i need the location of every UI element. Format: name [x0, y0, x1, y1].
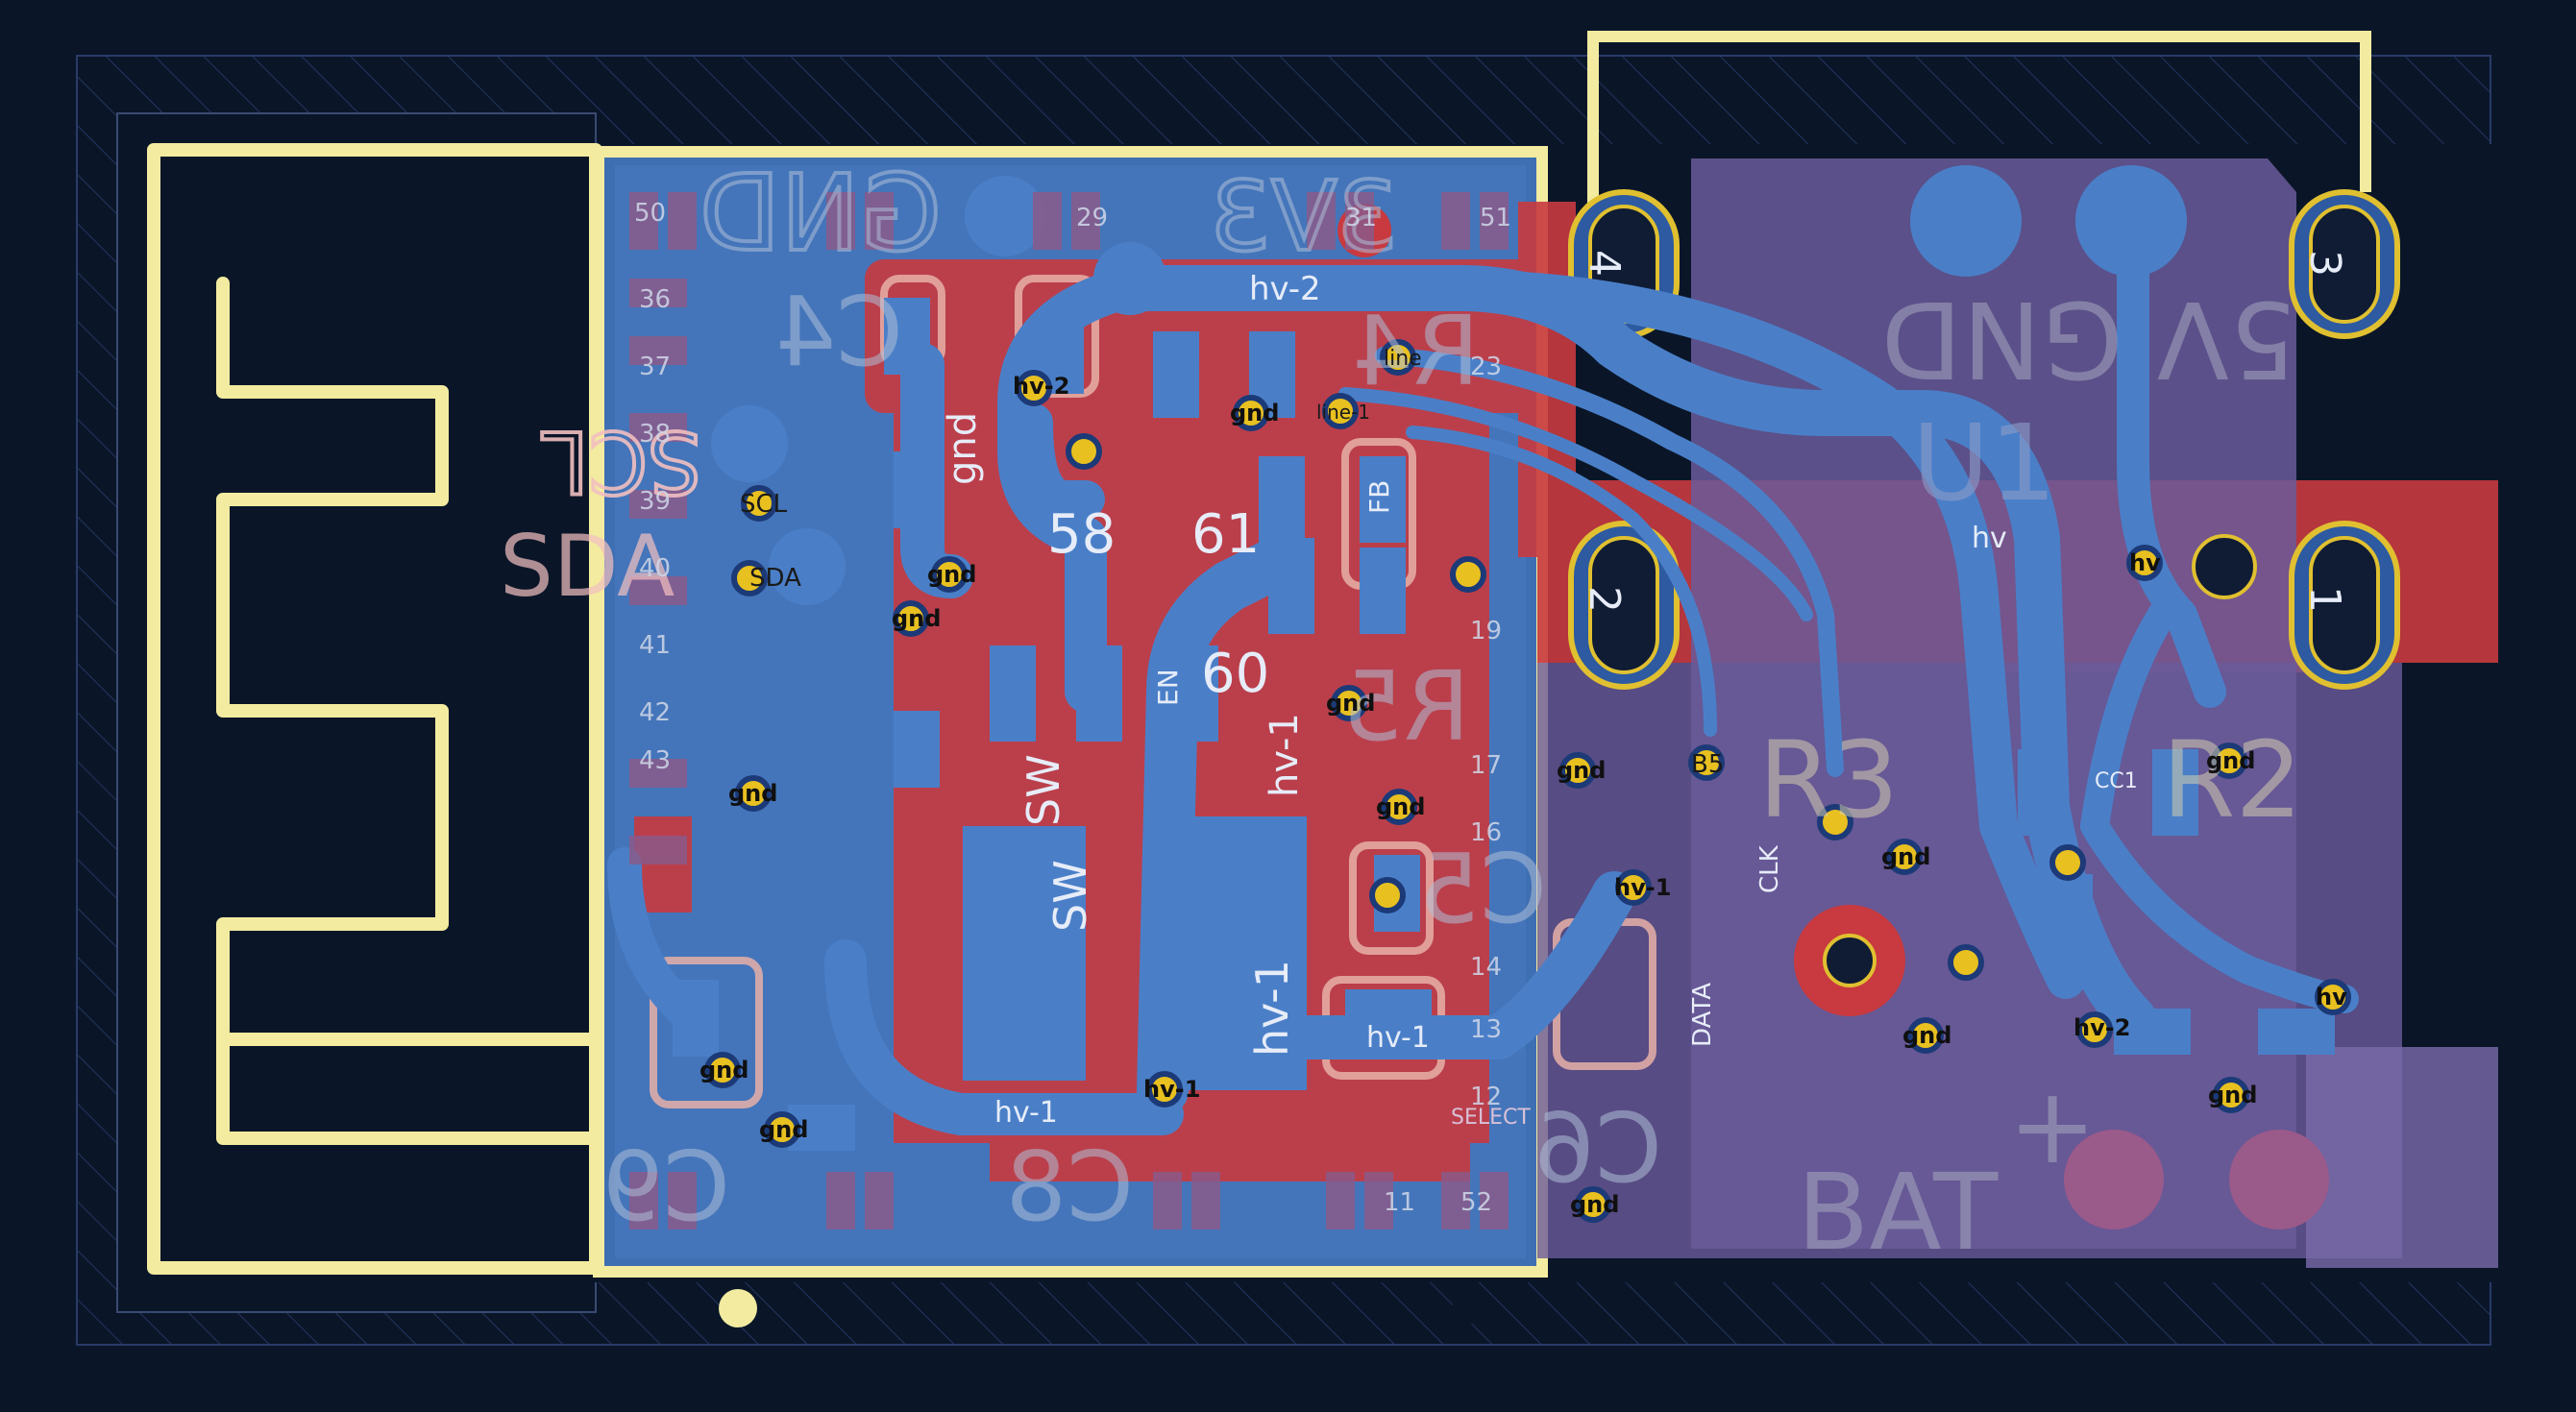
pad-number-58: 58 — [1047, 503, 1116, 566]
module-pin-50: 50 — [634, 199, 666, 228]
connector-pin-1: 1 — [2300, 586, 2349, 613]
pad-label-data: DATA — [1688, 983, 1717, 1047]
via-label-gnd-4: gnd — [1326, 690, 1375, 717]
via-label-hv-2: hv — [2316, 984, 2347, 1010]
connector-pin-2: 2 — [1580, 586, 1629, 613]
via-label-hv1-2: hv-1 — [1143, 1076, 1200, 1103]
pad-label-clk: CLK — [1755, 844, 1784, 893]
silk-gnd-label: GND — [699, 152, 942, 275]
module-pin-36: 36 — [639, 285, 671, 314]
module-pin-42: 42 — [639, 698, 671, 727]
pad-label-b5: B5 — [1691, 750, 1724, 779]
via-label-hv-1: hv — [2129, 549, 2161, 576]
via-label-gnd-10: gnd — [759, 1116, 808, 1143]
silk-plus-label: + — [2008, 1064, 2097, 1187]
module-pin-11: 11 — [1384, 1188, 1415, 1217]
pad-label-en: EN — [1152, 669, 1184, 706]
via-label-hv1-1: hv-1 — [1614, 874, 1671, 901]
via-label-gnd-5: gnd — [1376, 793, 1425, 820]
via-label-gnd-8: gnd — [728, 780, 777, 807]
via-label-gnd-1: gnd — [927, 561, 976, 588]
connector-pin-4: 4 — [1580, 250, 1629, 277]
net-label-hv-connector: hv — [1972, 522, 2007, 555]
net-label-hv2-top: hv-2 — [1249, 270, 1321, 308]
module-pin-43: 43 — [639, 746, 671, 775]
module-pin-41: 41 — [639, 631, 671, 660]
silk-scl-label: SCL — [542, 412, 701, 511]
silk-u1-label: U1 — [1912, 402, 2057, 524]
silk-c8-label: C8 — [1006, 1131, 1134, 1243]
pad-number-61: 61 — [1191, 503, 1260, 566]
pad-label-fb: FB — [1363, 480, 1395, 514]
pad-label-sw-1: SW — [1018, 754, 1069, 826]
via-label-gnd-2: gnd — [892, 605, 941, 632]
module-pin-52: 52 — [1460, 1188, 1492, 1217]
silk-bat-label: BAT — [1797, 1151, 1999, 1274]
silk-c6-label: C6 — [1534, 1092, 1662, 1205]
pad-label-cc1: CC1 — [2095, 769, 2138, 793]
silk-5v-gnd-label: 5V GND — [1881, 278, 2296, 401]
silk-r5-label: R5 — [1342, 650, 1470, 763]
module-pin-40: 40 — [639, 554, 671, 583]
via-label-hv2-2: hv-2 — [2073, 1014, 2130, 1041]
via-label-gnd-6: gnd — [1557, 757, 1606, 784]
pad-label-sw-2: SW — [1044, 860, 1096, 932]
silk-c9-label: C9 — [602, 1131, 730, 1243]
module-pin-29: 29 — [1076, 204, 1108, 232]
via-label-gnd-12: gnd — [2208, 1082, 2257, 1108]
module-pin-31: 31 — [1345, 204, 1377, 232]
pad-label-line1: line-1 — [1316, 401, 1370, 424]
pad-label-line: line — [1384, 347, 1422, 371]
module-pin-38: 38 — [639, 420, 671, 449]
silk-c4-label: C4 — [775, 276, 903, 388]
module-pin-19: 19 — [1470, 617, 1502, 645]
pad-label-sda: SDA — [749, 564, 801, 593]
silk-3v3-label: 3V3 — [1210, 160, 1398, 273]
module-pin-16: 16 — [1470, 818, 1502, 847]
module-pin-23: 23 — [1470, 353, 1502, 381]
module-pin-51: 51 — [1480, 204, 1511, 232]
module-pin-12: 12 — [1470, 1083, 1502, 1111]
vias — [704, 339, 2351, 1325]
pin1-marker — [719, 1289, 757, 1327]
silk-r3-label: R3 — [1758, 718, 1899, 841]
smd-pads-back — [673, 298, 2335, 1151]
net-label-hv1-mid: hv-1 — [1366, 1021, 1430, 1055]
via-label-hv2-1: hv-2 — [1013, 373, 1069, 400]
via-label-gnd-11: gnd — [1570, 1191, 1619, 1218]
pad-label-hv1-mid: hv-1 — [1263, 713, 1307, 797]
via-label-gnd-9: gnd — [699, 1057, 748, 1083]
module-pin-17: 17 — [1470, 751, 1502, 780]
via-label-gnd-7: gnd — [2206, 747, 2255, 774]
via-label-gnd-13: gnd — [1881, 843, 1930, 870]
pad-number-60: 60 — [1201, 643, 1269, 705]
silk-r4-label: R4 — [1352, 295, 1480, 407]
module-edge-pads — [629, 192, 1509, 1229]
connector-pin-3: 3 — [2300, 250, 2349, 277]
pad-label-hv1-big: hv-1 — [1246, 960, 1298, 1057]
module-pin-37: 37 — [639, 353, 671, 381]
module-pin-14: 14 — [1470, 953, 1502, 982]
net-label-hv1-trace: hv-1 — [994, 1096, 1058, 1130]
via-label-gnd-14: gnd — [1902, 1022, 1951, 1049]
pad-label-scl: SCL — [740, 490, 788, 519]
silk-c5-label: C5 — [1419, 833, 1547, 945]
silk-sda-label: SDA — [500, 517, 675, 616]
usb-connector-outline — [1587, 31, 2371, 207]
via-label-gnd-3: gnd — [1230, 400, 1279, 426]
module-pin-13: 13 — [1470, 1015, 1502, 1044]
pad-label-gnd-big: gnd — [941, 412, 985, 485]
pad-label-select: SELECT — [1451, 1106, 1531, 1130]
silk-r2-label: R2 — [2162, 718, 2302, 841]
module-pin-39: 39 — [639, 487, 671, 516]
